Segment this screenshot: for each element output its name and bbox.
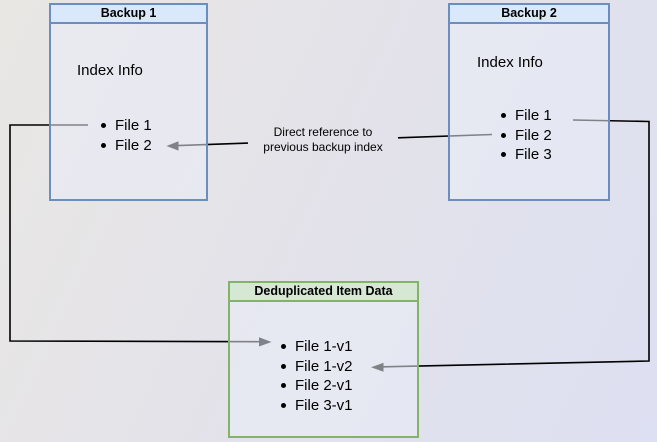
list-item: File 2 bbox=[101, 136, 152, 156]
list-item: File 1-v2 bbox=[281, 357, 353, 377]
list-item-label: File 1 bbox=[515, 107, 552, 125]
list-item: File 2 bbox=[501, 126, 552, 146]
bullet-icon bbox=[101, 123, 106, 129]
node-backup2: Backup 2 Index Info File 1 File 2 File 3 bbox=[448, 3, 610, 201]
arrow-backup2-file1-to-dedup bbox=[382, 119, 650, 368]
list-item-label: File 1-v2 bbox=[295, 357, 353, 375]
node-backup2-title: Backup 2 bbox=[450, 5, 608, 24]
node-backup1: Backup 1 Index Info File 1 File 2 bbox=[49, 3, 208, 201]
node-backup2-file-list: File 1 File 2 File 3 bbox=[501, 106, 552, 165]
bullet-icon bbox=[501, 113, 506, 119]
list-item: File 3 bbox=[501, 145, 552, 165]
bullet-icon bbox=[501, 132, 506, 138]
list-item-label: File 3-v1 bbox=[295, 396, 353, 414]
bullet-icon bbox=[101, 142, 106, 148]
list-item: File 3-v1 bbox=[281, 396, 353, 416]
list-item-label: File 2 bbox=[515, 126, 552, 144]
list-item: File 1 bbox=[501, 106, 552, 126]
edge-annotation: Direct reference to previous backup inde… bbox=[243, 125, 403, 155]
node-backup1-body-label: Index Info bbox=[77, 62, 143, 79]
list-item: File 1-v1 bbox=[281, 337, 353, 357]
node-dedup-title: Deduplicated Item Data bbox=[230, 283, 417, 302]
list-item-label: File 1 bbox=[115, 117, 152, 135]
node-backup1-file-list: File 1 File 2 bbox=[101, 116, 152, 155]
bullet-icon bbox=[281, 344, 286, 350]
list-item-label: File 2 bbox=[115, 136, 152, 154]
bullet-icon bbox=[281, 383, 286, 389]
list-item-label: File 2-v1 bbox=[295, 377, 353, 395]
edge-annotation-line1: Direct reference to bbox=[273, 125, 373, 139]
list-item-label: File 3 bbox=[515, 146, 552, 164]
bullet-icon bbox=[281, 402, 286, 408]
node-dedup-file-list: File 1-v1 File 1-v2 File 2-v1 File 3-v1 bbox=[281, 337, 353, 415]
edge-annotation-line2: previous backup index bbox=[263, 140, 383, 154]
list-item: File 2-v1 bbox=[281, 376, 353, 396]
list-item-label: File 1-v1 bbox=[295, 338, 353, 356]
node-backup2-body-label: Index Info bbox=[477, 54, 543, 71]
bullet-icon bbox=[501, 152, 506, 158]
list-item: File 1 bbox=[101, 116, 152, 136]
bullet-icon bbox=[281, 363, 286, 369]
node-backup1-title: Backup 1 bbox=[51, 5, 206, 24]
node-dedup: Deduplicated Item Data File 1-v1 File 1-… bbox=[228, 281, 419, 438]
